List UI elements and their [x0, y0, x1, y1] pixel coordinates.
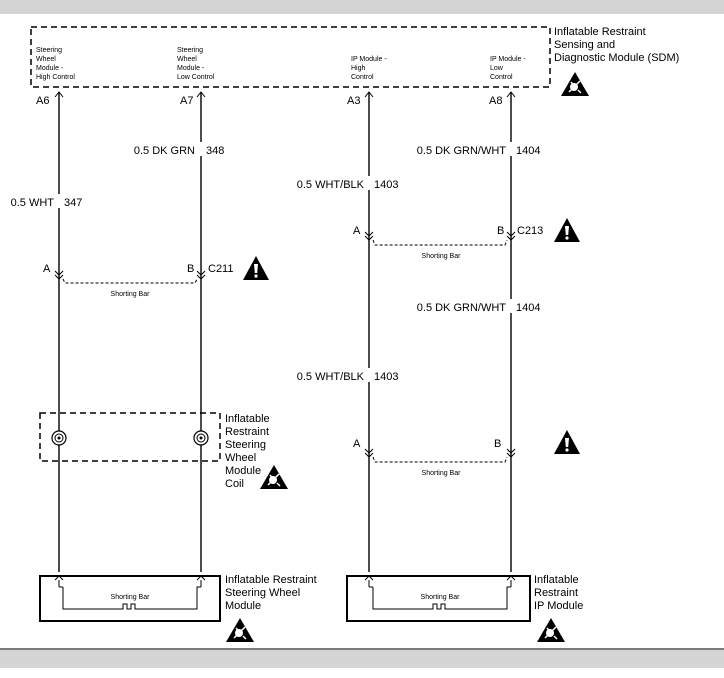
sdm-enclosure — [30, 26, 551, 88]
pin-a8-label-line: Low — [490, 65, 504, 72]
ip-module-label-line: Inflatable — [534, 574, 579, 586]
coil-label-line: Coil — [225, 478, 244, 490]
connector-ip-lower: A B Shorting Bar — [353, 430, 580, 477]
pin-a3-label-line: High — [351, 65, 366, 72]
connector-c213: A B C213 Shorting Bar — [353, 218, 580, 260]
ip-conn-pin-b: B — [494, 438, 501, 450]
ip-conn-shorting-bar — [372, 456, 508, 463]
wire-1404-lower-circuit: 1404 — [516, 302, 540, 314]
pin-a6-label-line: High Control — [36, 74, 75, 81]
c211-warning-icon — [243, 256, 269, 280]
pin-a7-label-line: Steering — [177, 47, 203, 54]
coil-enclosure — [39, 412, 221, 462]
pin-a6-label-line: Steering — [36, 47, 62, 54]
pin-a3-label-line: IP Module - — [351, 56, 387, 63]
ip-module-label-line: IP Module — [534, 600, 583, 612]
pin-a6-label: Steering Wheel Module - High Control — [36, 47, 75, 81]
top-border-band — [0, 0, 724, 14]
c213-pin-b: B — [497, 225, 504, 237]
steering-module-shorting-bar-label: Shorting Bar — [111, 594, 151, 601]
coil-label-line: Inflatable — [225, 413, 270, 425]
pin-a7-label-line: Low Control — [177, 74, 215, 81]
coil-label-line: Restraint — [225, 426, 269, 438]
bottom-border-band — [0, 648, 724, 668]
pin-a8-label-line: Control — [490, 74, 513, 81]
c213-shorting-bar — [372, 239, 508, 246]
pin-a3-label-line: Control — [351, 74, 374, 81]
ip-module-esd-icon — [536, 617, 566, 643]
c211-pin-a: A — [43, 263, 51, 275]
wire-1403-upper-circuit: 1403 — [374, 179, 398, 191]
c213-shorting-bar-label: Shorting Bar — [422, 253, 462, 260]
pin-a8-label: IP Module - Low Control — [490, 56, 528, 81]
sdm-title-line-3: Diagnostic Module (SDM) — [554, 52, 679, 64]
ip-conn-pin-a: A — [353, 438, 361, 450]
ip-conn-warning-icon — [554, 430, 580, 454]
sdm-esd-icon — [560, 71, 590, 97]
c211-pin-b: B — [187, 263, 194, 275]
wire-348-circuit: 348 — [206, 145, 224, 157]
steering-module-label-line: Inflatable Restraint — [225, 574, 317, 586]
pin-a6-label-line: Wheel — [36, 56, 56, 63]
wire-347-circuit: 347 — [64, 197, 82, 209]
pin-a8-number: A8 — [489, 95, 502, 107]
coil-label-line: Module — [225, 465, 261, 477]
pin-a7-label-line: Module - — [177, 65, 205, 72]
pin-a7-label-line: Wheel — [177, 56, 197, 63]
c213-warning-icon — [554, 218, 580, 242]
wire-1404-upper-circuit: 1404 — [516, 145, 540, 157]
sdm-title-line-2: Sensing and — [554, 39, 615, 51]
ip-module-shorting-bar — [368, 580, 512, 610]
pin-a3-number: A3 — [347, 95, 360, 107]
steering-module-label-line: Module — [225, 600, 261, 612]
coil-left-symbol — [51, 430, 67, 446]
ip-module: Shorting Bar — [346, 575, 531, 622]
pin-a3-label: IP Module - High Control — [351, 56, 389, 81]
steering-module-label: Inflatable Restraint Steering Wheel Modu… — [225, 574, 320, 612]
ip-module-label-line: Restraint — [534, 587, 578, 599]
wire-1403-upper-color: 0.5 WHT/BLK — [297, 179, 365, 191]
pin-a7-number: A7 — [180, 95, 193, 107]
c211-shorting-bar — [62, 278, 198, 284]
ip-module-label: Inflatable Restraint IP Module — [534, 574, 583, 612]
ip-conn-shorting-bar-label: Shorting Bar — [422, 470, 462, 477]
coil-esd-icon — [259, 464, 289, 490]
connector-c211: A B C211 Shorting Bar — [43, 256, 269, 298]
c213-name: C213 — [517, 225, 543, 237]
pin-a6-number: A6 — [36, 95, 49, 107]
steering-wheel-module: Shorting Bar — [39, 575, 221, 622]
c211-shorting-bar-label: Shorting Bar — [111, 291, 151, 298]
sdm-title-line-1: Inflatable Restraint — [554, 26, 646, 38]
wire-1403-lower-color: 0.5 WHT/BLK — [297, 371, 365, 383]
pin-a6-label-line: Module - — [36, 65, 64, 72]
coil-right-symbol — [193, 430, 209, 446]
steering-module-label-line: Steering Wheel — [225, 587, 300, 599]
steering-module-shorting-bar — [58, 580, 202, 610]
wire-347-color: 0.5 WHT — [11, 197, 55, 209]
pin-a8-label-line: IP Module - — [490, 56, 526, 63]
c213-pin-a: A — [353, 225, 361, 237]
steering-module-esd-icon — [225, 617, 255, 643]
pin-a7-label: Steering Wheel Module - Low Control — [177, 47, 215, 81]
wire-348-color: 0.5 DK GRN — [134, 145, 195, 157]
wire-1404-lower-color: 0.5 DK GRN/WHT — [417, 302, 507, 314]
coil-label-line: Wheel — [225, 452, 256, 464]
ip-module-shorting-bar-label: Shorting Bar — [421, 594, 461, 601]
coil-label-line: Steering — [225, 439, 266, 451]
coil-label: Inflatable Restraint Steering Wheel Modu… — [225, 413, 273, 490]
wire-1403-lower-circuit: 1403 — [374, 371, 398, 383]
sdm-title: Inflatable Restraint Sensing and Diagnos… — [554, 26, 679, 64]
wire-1404-upper-color: 0.5 DK GRN/WHT — [417, 145, 507, 157]
c211-name: C211 — [208, 263, 233, 275]
